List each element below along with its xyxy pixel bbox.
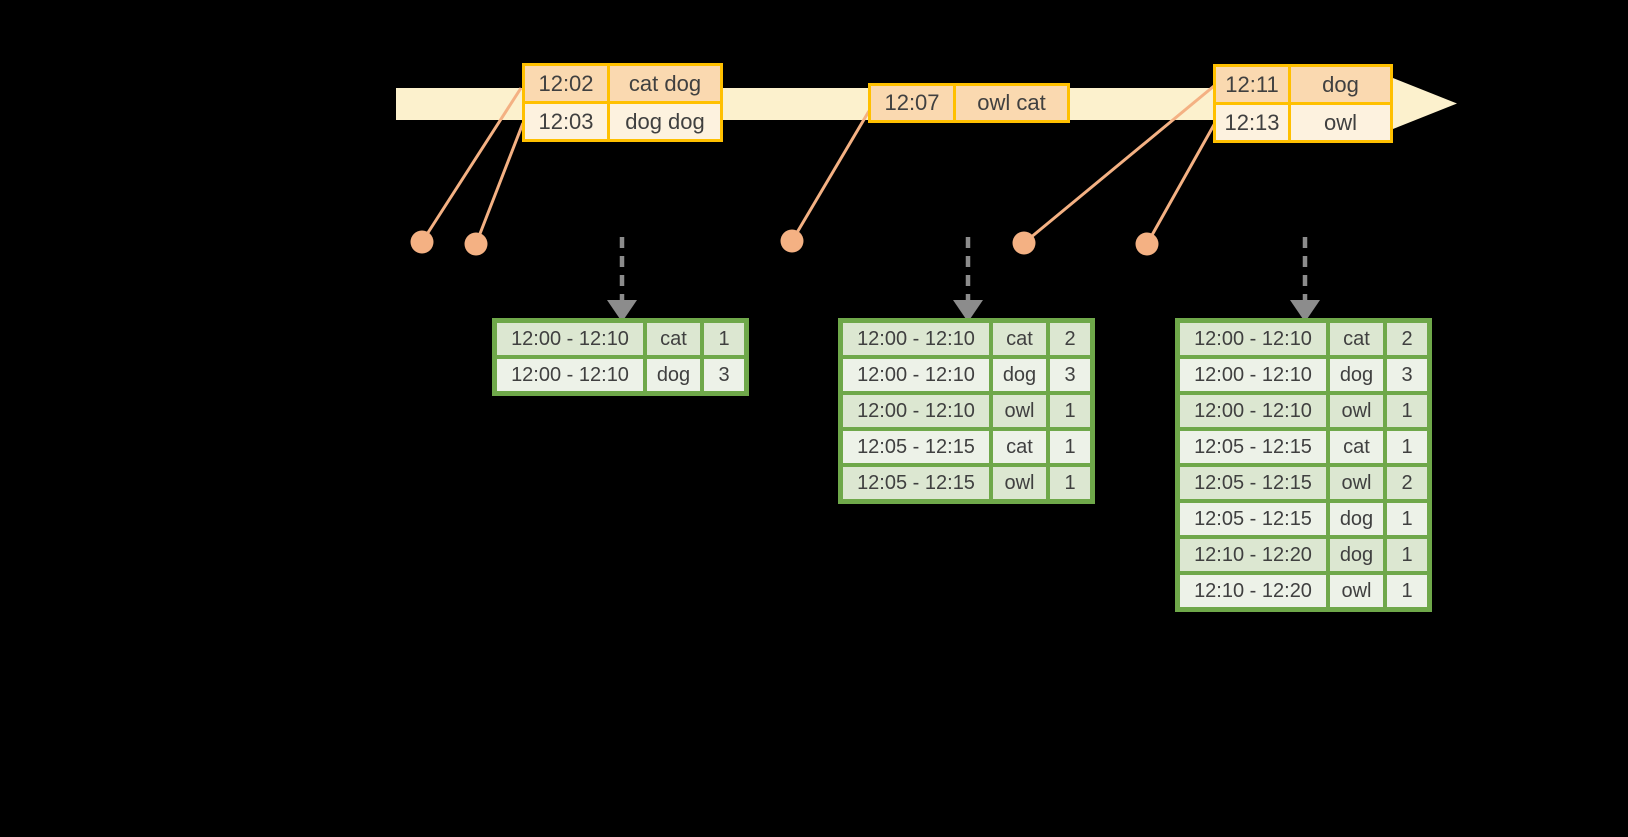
result-count-cell: 2	[1387, 467, 1427, 499]
event-words-cell: dog	[1291, 67, 1390, 102]
result-window-cell: 12:00 - 12:10	[497, 323, 643, 355]
result-window-cell: 12:00 - 12:10	[1180, 359, 1326, 391]
result-window-cell: 12:05 - 12:15	[1180, 431, 1326, 463]
result-window-cell: 12:05 - 12:15	[1180, 503, 1326, 535]
event-dot	[1012, 231, 1036, 255]
result-count-cell: 1	[1387, 431, 1427, 463]
result-window-cell: 12:00 - 12:10	[1180, 323, 1326, 355]
result-word-cell: owl	[993, 395, 1046, 427]
result-word-cell: dog	[1330, 359, 1383, 391]
result-word-cell: owl	[1330, 467, 1383, 499]
event-time-cell: 12:11	[1216, 67, 1288, 102]
timeline-arrowhead-icon	[1393, 78, 1457, 129]
event-time-cell: 12:13	[1216, 105, 1288, 140]
result-word-cell: cat	[1330, 323, 1383, 355]
result-count-cell: 1	[1050, 467, 1090, 499]
result-count-cell: 1	[1387, 503, 1427, 535]
event-connector-line	[1023, 84, 1215, 245]
event-time-cell: 12:03	[525, 104, 607, 139]
result-window-cell: 12:10 - 12:20	[1180, 575, 1326, 607]
event-words-cell: owl	[1291, 105, 1390, 140]
result-window-cell: 12:00 - 12:10	[843, 395, 989, 427]
result-word-cell: dog	[1330, 503, 1383, 535]
event-connector-line	[420, 87, 523, 243]
result-word-cell: cat	[993, 431, 1046, 463]
result-count-cell: 2	[1387, 323, 1427, 355]
result-window-cell: 12:05 - 12:15	[1180, 467, 1326, 499]
result-count-cell: 1	[1387, 395, 1427, 427]
result-window-cell: 12:05 - 12:15	[843, 431, 989, 463]
event-dot	[410, 230, 434, 254]
result-count-cell: 1	[1050, 395, 1090, 427]
result-word-cell: cat	[647, 323, 700, 355]
result-count-cell: 1	[1050, 431, 1090, 463]
event-dot	[464, 232, 488, 256]
result-word-cell: owl	[993, 467, 1046, 499]
result-count-cell: 1	[704, 323, 744, 355]
event-words-cell: dog dog	[610, 104, 720, 139]
result-window-cell: 12:05 - 12:15	[843, 467, 989, 499]
event-time-cell: 12:02	[525, 66, 607, 101]
result-word-cell: dog	[1330, 539, 1383, 571]
result-word-cell: dog	[993, 359, 1046, 391]
result-window-cell: 12:00 - 12:10	[843, 323, 989, 355]
event-words-cell: owl cat	[956, 86, 1067, 120]
result-word-cell: dog	[647, 359, 700, 391]
event-connector-line	[474, 122, 525, 245]
result-count-cell: 1	[1387, 539, 1427, 571]
result-window-cell: 12:00 - 12:10	[1180, 395, 1326, 427]
result-count-cell: 2	[1050, 323, 1090, 355]
result-count-cell: 3	[704, 359, 744, 391]
result-count-cell: 3	[1387, 359, 1427, 391]
event-time-cell: 12:07	[871, 86, 953, 120]
event-words-cell: cat dog	[610, 66, 720, 101]
event-dot	[780, 229, 804, 253]
result-word-cell: owl	[1330, 575, 1383, 607]
result-word-cell: cat	[1330, 431, 1383, 463]
result-count-cell: 1	[1387, 575, 1427, 607]
event-connector-line	[790, 110, 871, 242]
down-arrow-icon	[607, 300, 637, 322]
result-word-cell: owl	[1330, 395, 1383, 427]
down-arrow-icon	[1290, 300, 1320, 322]
event-connector-line	[1145, 122, 1217, 245]
result-window-cell: 12:00 - 12:10	[497, 359, 643, 391]
result-count-cell: 3	[1050, 359, 1090, 391]
result-window-cell: 12:10 - 12:20	[1180, 539, 1326, 571]
result-window-cell: 12:00 - 12:10	[843, 359, 989, 391]
event-dot	[1135, 232, 1159, 256]
down-arrow-icon	[953, 300, 983, 322]
result-word-cell: cat	[993, 323, 1046, 355]
